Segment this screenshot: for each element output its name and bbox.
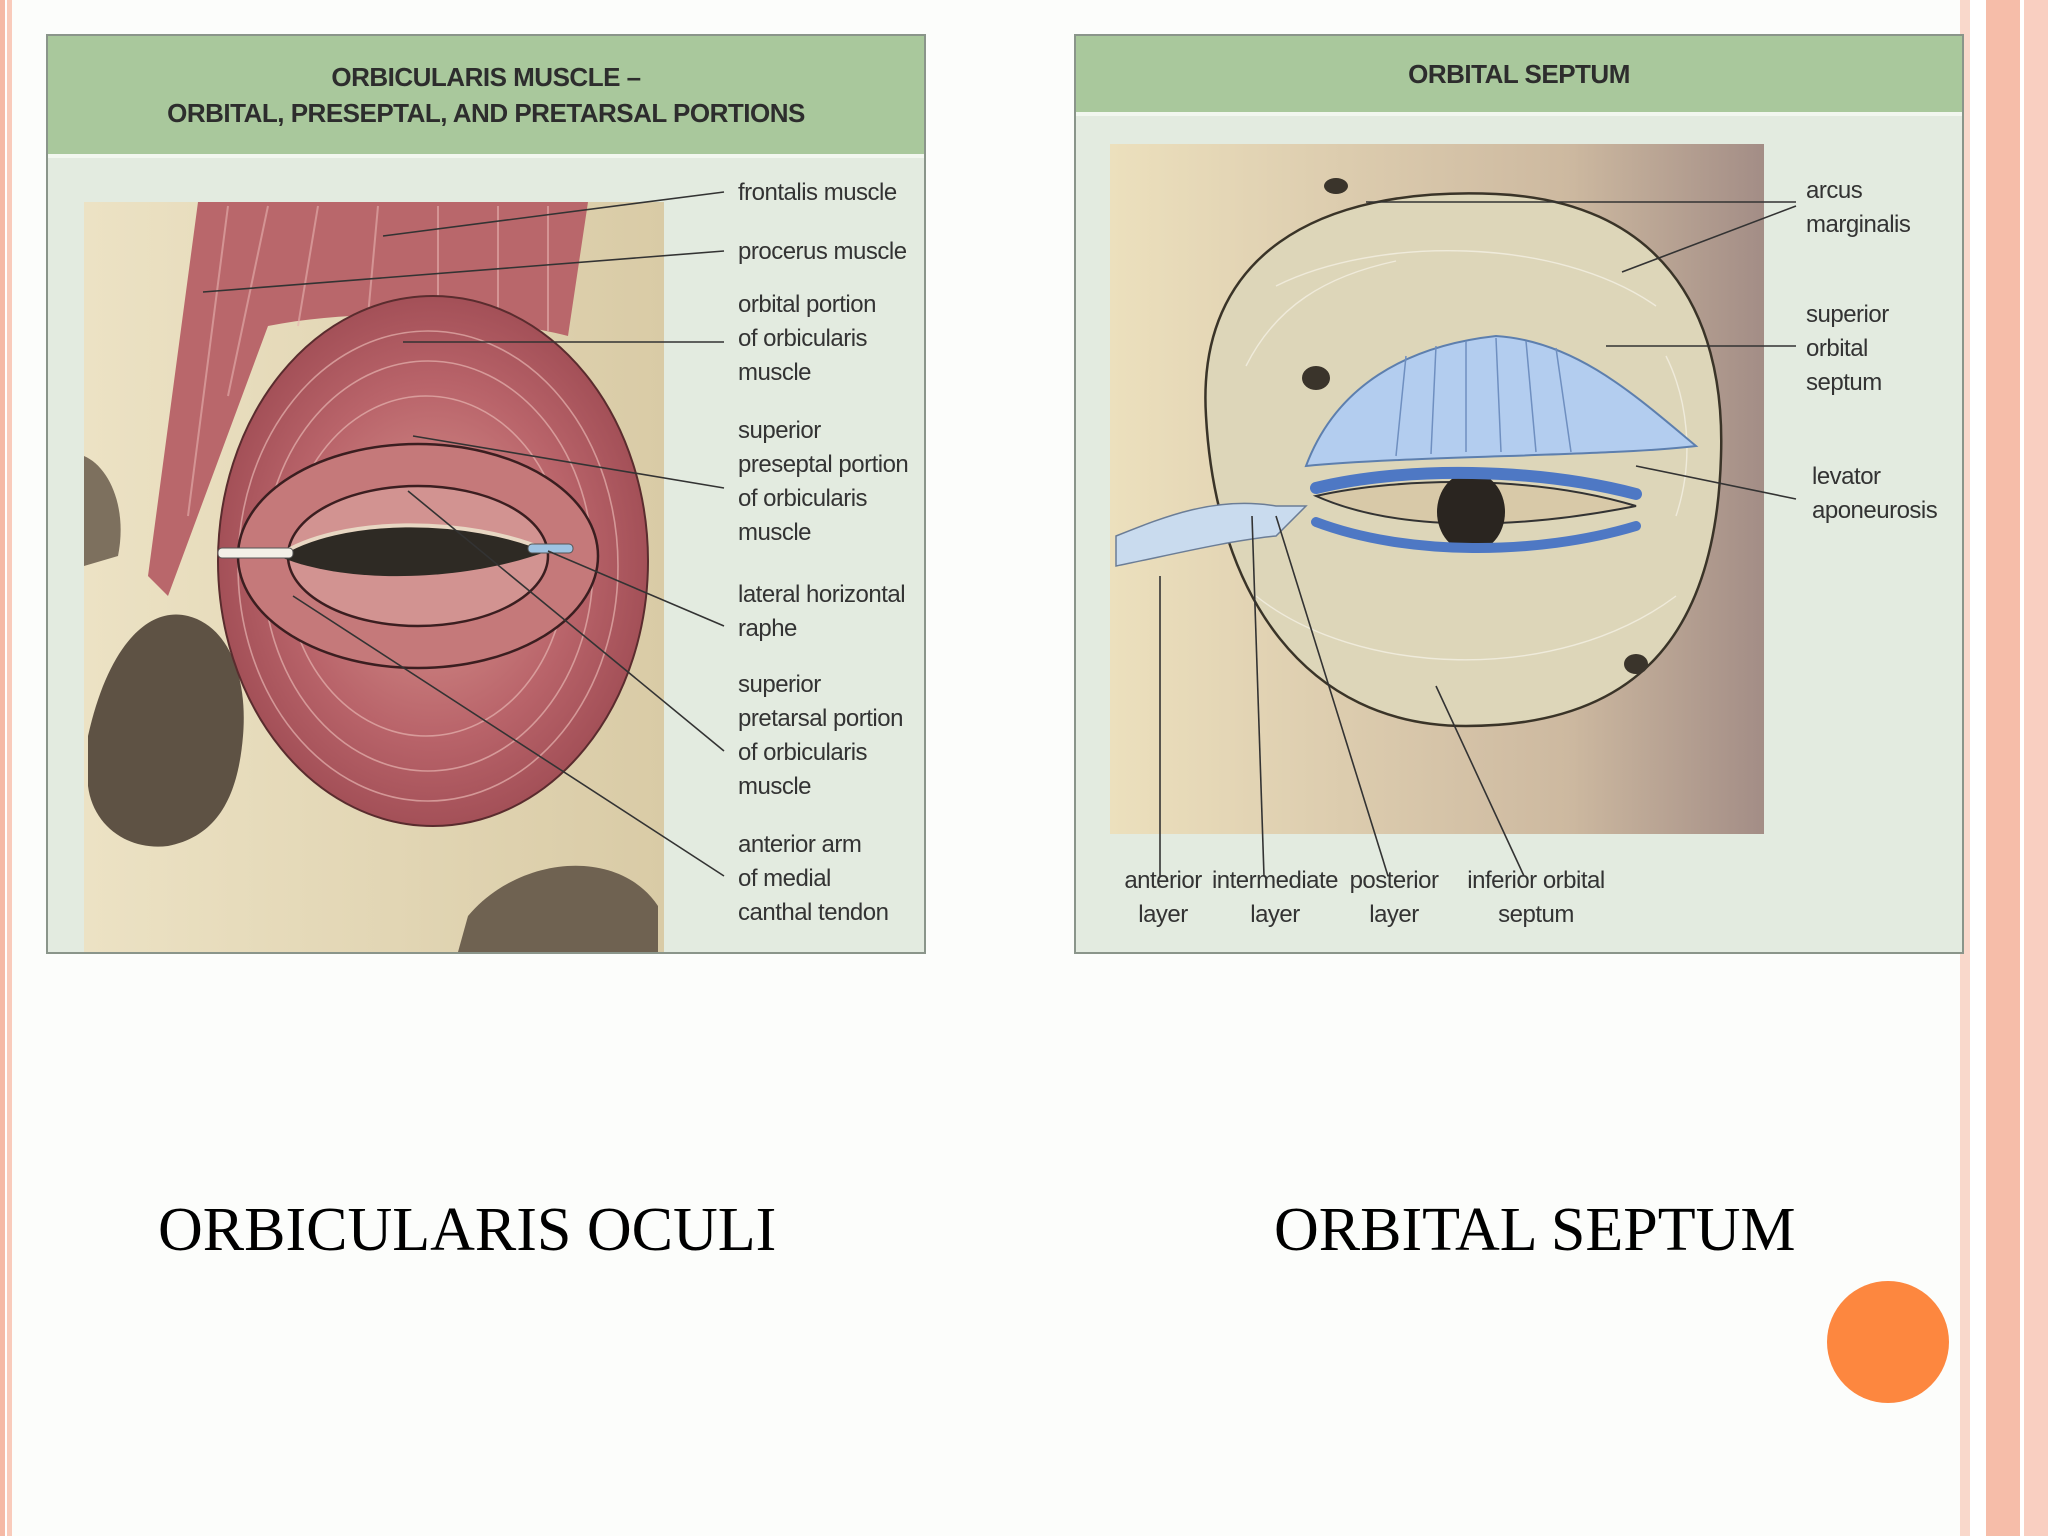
slide-border-right: [1960, 0, 2048, 1536]
label-superior-preseptal-portion: superior preseptal portion of orbiculari…: [738, 417, 909, 546]
orbicularis-illustration: [84, 191, 725, 952]
nasal-bone-shadow: [84, 456, 121, 566]
frontalis-shape: [148, 202, 588, 596]
medial-canthal-tendon: [217, 547, 294, 559]
slide-border-left: [0, 0, 12, 1536]
label-posterior-layer: posterior layer: [1349, 867, 1439, 928]
slide-accent-dot: [1827, 1281, 1949, 1403]
septum-oval: [1204, 192, 1723, 728]
label-medial-canthal-tendon: anterior arm of medial canthal tendon: [738, 831, 889, 926]
upper-tarsal-plate: [1310, 466, 1642, 500]
label-inferior-orbital-septum: inferior orbital septum: [1467, 867, 1605, 928]
lateral-raphe: [527, 543, 574, 554]
palpebral-fissure: [278, 525, 548, 577]
label-intermediate-layer: intermediate layer: [1211, 867, 1339, 928]
caption-orbicularis-oculi: ORBICULARIS OCULI: [158, 1196, 777, 1264]
orbicularis-title-line1: ORBICULARIS MUSCLE –: [331, 62, 641, 92]
orbital-septum-figure-title: ORBITAL SEPTUM: [1076, 36, 1962, 116]
label-orbital-portion: orbital portion of orbicularis muscle: [738, 291, 876, 386]
label-arcus-marginalis: arcus marginalis: [1806, 177, 1911, 238]
medial-tendon-layers: [1115, 502, 1308, 567]
lower-tarsal-plate: [1311, 517, 1641, 554]
label-anterior-layer: anterior layer: [1124, 867, 1202, 928]
orbital-floor-shadow: [458, 865, 658, 952]
supraorbital-foramen: [1302, 366, 1330, 390]
nasal-cavity: [88, 614, 244, 847]
label-frontalis-muscle: frontalis muscle: [738, 179, 897, 206]
caption-orbital-septum: ORBITAL SEPTUM: [1274, 1196, 1796, 1264]
orbicularis-figure-title: ORBICULARIS MUSCLE – ORBITAL, PRESEPTAL,…: [48, 36, 924, 158]
label-levator-aponeurosis: levator aponeurosis: [1812, 463, 1938, 524]
label-superior-pretarsal-portion: superior pretarsal portion of orbiculari…: [738, 671, 903, 800]
label-lateral-horizontal-raphe: lateral horizontal raphe: [738, 581, 906, 642]
label-superior-orbital-septum: superior orbital septum: [1806, 301, 1889, 396]
orbital-septum-illustration: [1110, 144, 1797, 877]
globe-shadow: [1437, 472, 1505, 552]
notch: [1324, 178, 1348, 194]
orbicularis-figure: ORBICULARIS MUSCLE – ORBITAL, PRESEPTAL,…: [46, 34, 926, 954]
label-procerus-muscle: procerus muscle: [738, 238, 907, 265]
infraorbital-foramen: [1624, 654, 1648, 674]
orbital-septum-figure: ORBITAL SEPTUM: [1074, 34, 1964, 954]
orbicularis-title-line2: ORBITAL, PRESEPTAL, AND PRETARSAL PORTIO…: [167, 98, 805, 128]
levator-aponeurosis-shape: [1304, 334, 1699, 468]
